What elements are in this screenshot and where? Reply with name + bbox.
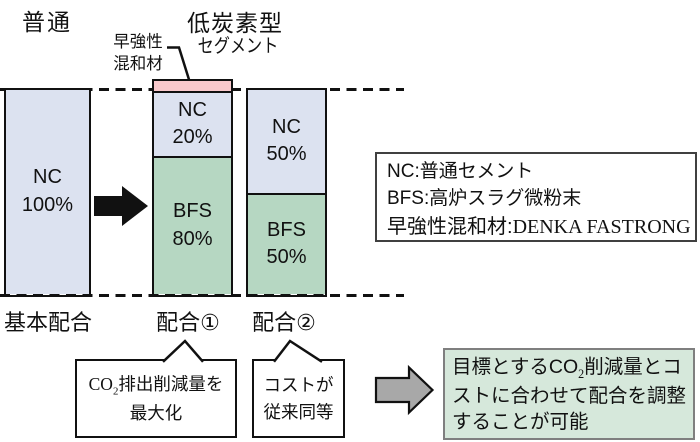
bar-mix-1-segment-bfs: BFS 80% [154,155,231,294]
callout-co2-max: CO2排出削減量を 最大化 [75,359,237,438]
segment-material: NC [33,166,62,189]
segment-material: BFS [267,218,306,241]
bar-mix-1-segment-nc: NC 20% [154,91,231,156]
result-arrow-icon [374,364,435,416]
transform-arrow-icon [94,186,148,226]
callout-cost-line1: コストが [263,375,334,396]
segment-percent: 50% [266,246,307,269]
segment-percent: 100% [21,194,74,216]
legend-line-bfs: BFS:高炉スラグ微粉末 [387,188,582,209]
bar-mix-2: NC 50% BFS 50% [246,88,327,297]
bar-basic-mix-segment-nc: NC 100% [6,90,89,294]
caption-mix-1: 配合① [156,310,220,335]
callout-text: 排出削減量を [118,373,224,394]
co2-subscript: 2 [112,385,119,398]
bar-mix-2-segment-bfs: BFS 50% [248,192,325,294]
segment-material: NC [272,115,301,138]
result-text-pre: 目標とするCO [452,356,579,378]
label-normal-type: 普通 [22,9,72,35]
label-segment: セグメント [197,36,279,57]
bar-mix-1: NC 20% BFS 80% [152,79,233,297]
bar-mix-2-segment-nc: NC 50% [248,90,325,193]
callout-cost: コストが 従来同等 [252,359,345,438]
result-text-post: 削減量とコストに合わせて配合を調整することが可能 [452,356,687,434]
segment-material: BFS [173,200,212,223]
legend-line-admixture: 早強性混和材:DENKA FASTRONG [387,210,691,239]
callout-cost-line2: 従来同等 [263,401,334,422]
result-co2-subscript: 2 [578,366,585,381]
segment-percent: 20% [172,126,213,149]
legend-admixture-label: 早強性混和材: [387,216,513,238]
segment-percent: 80% [172,227,213,250]
label-admixture-line2: 混和材 [113,54,163,73]
bar-mix-1-segment-admixture [154,81,231,91]
callout-co2-max-line1: CO2排出削減量を [89,371,224,400]
callout-co2-max-line2: 最大化 [129,402,183,423]
legend-box: NC:普通セメント BFS:高炉スラグ微粉末 早強性混和材:DENKA FAST… [375,152,697,242]
caption-mix-2: 配合② [252,310,316,335]
co2-text: CO [88,373,113,394]
result-box: 目標とするCO2削減量とコストに合わせて配合を調整することが可能 [443,348,695,440]
legend-admixture-value: DENKA FASTRONG [512,216,691,238]
label-admixture-line1: 早強性 [113,33,163,51]
label-low-carbon-type: 低炭素型 [187,10,283,36]
bar-basic-mix: NC 100% [4,88,91,297]
label-admixture: 早強性 混和材 [108,32,168,76]
segment-percent: 50% [266,143,307,166]
segment-material: NC [178,98,207,121]
caption-basic-mix: 基本配合 [3,310,92,335]
legend-line-nc: NC:普通セメント [387,161,534,182]
